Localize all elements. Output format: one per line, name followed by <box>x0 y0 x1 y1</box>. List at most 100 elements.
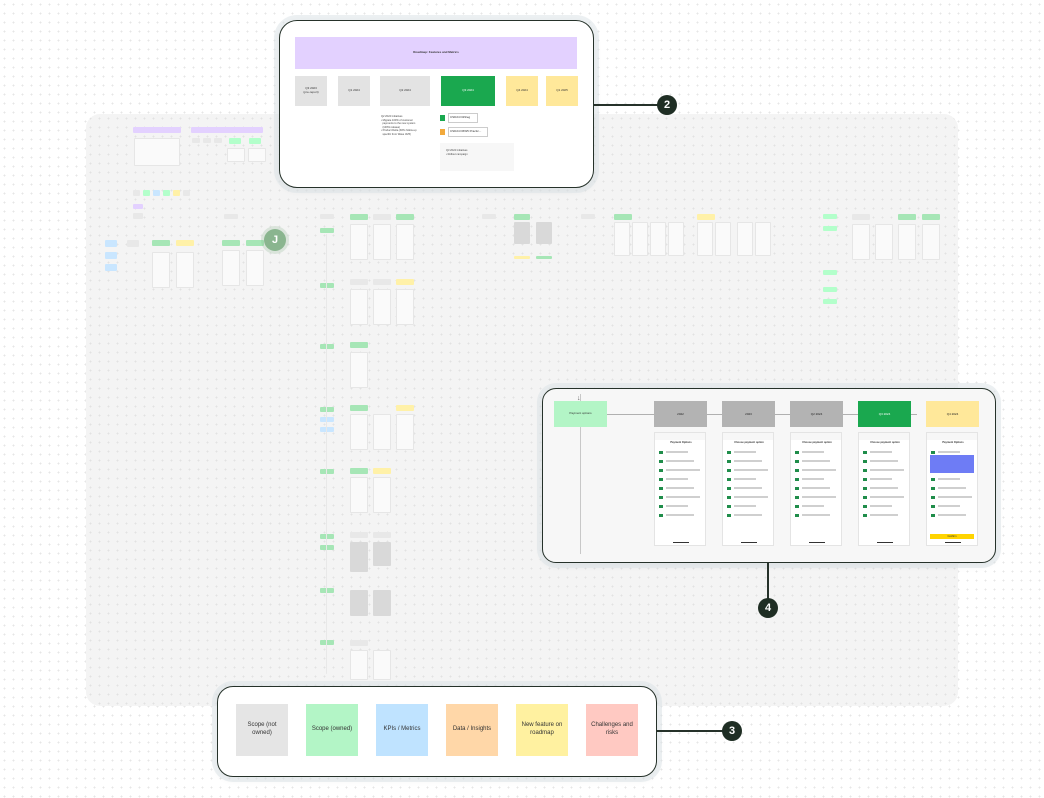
roadmap-callout[interactable]: Roadmap: Features and Metrics Q3 2023 (p… <box>279 20 594 188</box>
screen-title: Choose payment option <box>734 440 764 444</box>
screen-thumbnail <box>350 414 368 450</box>
payment-method-row <box>938 505 960 507</box>
payment-method-row <box>938 451 960 453</box>
payment-screen[interactable]: Choose payment option <box>790 432 842 546</box>
collaborator-avatar[interactable]: J <box>264 229 286 251</box>
payment-method-row <box>734 460 762 462</box>
sticky-note <box>133 213 143 219</box>
flow-node <box>320 407 334 412</box>
flow-node <box>320 545 334 550</box>
timeline-period[interactable]: Q4 2024 <box>506 76 538 106</box>
payment-method-row <box>802 469 836 471</box>
payment-method-icon <box>931 451 935 454</box>
flow-node <box>320 534 334 539</box>
screen-placeholder <box>536 222 552 244</box>
legend-callout[interactable]: Scope (not owned)Scope (owned)KPIs / Met… <box>217 686 657 777</box>
version-header: 2023 <box>722 401 775 427</box>
payment-method-icon <box>863 451 867 454</box>
screen-thumbnail <box>350 650 368 680</box>
payment-screen[interactable]: Choose payment option <box>722 432 774 546</box>
payment-method-row <box>802 460 830 462</box>
sticky-note <box>373 468 391 474</box>
payment-method-row <box>802 451 824 453</box>
sticky-note <box>152 240 170 246</box>
payment-method-row <box>870 478 892 480</box>
confirm-button[interactable]: Confirm <box>930 534 974 539</box>
payment-method-row <box>938 487 966 489</box>
payment-method-icon <box>931 478 935 481</box>
sticky-note <box>214 138 222 143</box>
flow-node <box>482 214 496 219</box>
screen-thumbnail <box>350 352 368 388</box>
roadmap-item[interactable]: CSD24 D29/eg <box>440 113 498 123</box>
payment-method-icon <box>727 496 731 499</box>
payment-screen[interactable]: Choose payment option <box>858 432 910 546</box>
flow-node <box>320 469 334 474</box>
sticky-note <box>105 252 117 259</box>
timeline-period[interactable]: Q1 2025 <box>546 76 578 106</box>
version-header: Q4 2024 <box>926 401 979 427</box>
legend-item: Data / Insights <box>446 704 498 756</box>
roadmap-item-label: CSD24 D6W5 Practic... <box>448 127 488 137</box>
payment-method-row <box>734 514 762 516</box>
home-indicator <box>673 542 689 543</box>
screen-thumbnail <box>614 222 630 256</box>
status-bar <box>655 433 705 440</box>
screen-thumbnail <box>373 224 391 260</box>
screen-thumbnail <box>350 289 368 325</box>
payment-method-icon <box>931 505 935 508</box>
payment-method-icon <box>795 505 799 508</box>
sticky-note <box>192 138 200 143</box>
screen-thumbnail <box>176 252 194 288</box>
screen-thumbnail <box>697 222 713 256</box>
sticky-note <box>133 190 140 196</box>
payment-method-icon <box>795 460 799 463</box>
legend-item: Scope (owned) <box>306 704 358 756</box>
timeline-period[interactable]: Q3 2024 <box>441 76 495 106</box>
promo-banner <box>930 455 974 473</box>
sticky-note <box>823 270 837 275</box>
flow-connector <box>326 234 327 674</box>
payment-method-icon <box>863 460 867 463</box>
timeline-period[interactable]: Q2 2024 <box>380 76 430 106</box>
timeline-period[interactable]: Q3 2023 (pre-report) <box>295 76 327 106</box>
screen-thumbnail <box>650 222 666 256</box>
sticky-note <box>396 405 414 411</box>
payment-method-icon <box>659 514 663 517</box>
payment-screen[interactable]: Payment Options <box>654 432 706 546</box>
flow-node <box>320 283 334 288</box>
sticky-note <box>898 214 916 220</box>
q2-note-line: (100% release) <box>381 125 401 129</box>
sticky-note <box>163 190 170 196</box>
screen-thumbnail <box>373 414 391 450</box>
timeline-period[interactable]: Q1 2024 <box>338 76 370 106</box>
screen-thumbnail <box>737 222 753 256</box>
roadmap-item[interactable]: CSD24 D6W5 Practic... <box>440 127 498 137</box>
callout-badge-3: 3 <box>722 721 742 741</box>
screen-placeholder <box>373 590 391 616</box>
payment-method-icon <box>727 478 731 481</box>
sticky-note <box>153 190 160 196</box>
payment-method-icon <box>727 487 731 490</box>
q2-note-line: payments to the new system <box>381 122 416 125</box>
section-header <box>191 127 263 133</box>
sticky-note <box>373 532 391 538</box>
roadmap-title: Roadmap: Features and Metrics <box>413 50 459 55</box>
screen-thumbnail <box>373 650 391 680</box>
flow-connector <box>580 394 581 554</box>
screen-thumbnail <box>632 222 648 256</box>
payment-method-icon <box>727 514 731 517</box>
screen-title: Choose payment option <box>870 440 900 444</box>
legend-item: New feature on roadmap <box>516 704 568 756</box>
payment-method-icon <box>659 460 663 463</box>
flow-node <box>320 640 334 645</box>
sticky-note <box>852 214 870 220</box>
screen-thumbnail <box>227 148 245 162</box>
payment-method-row <box>666 514 694 516</box>
arrow-down-icon: ↓ <box>577 395 581 402</box>
sticky-note <box>105 264 117 271</box>
screen-thumbnail <box>668 222 684 256</box>
screen-thumbnail <box>396 289 414 325</box>
